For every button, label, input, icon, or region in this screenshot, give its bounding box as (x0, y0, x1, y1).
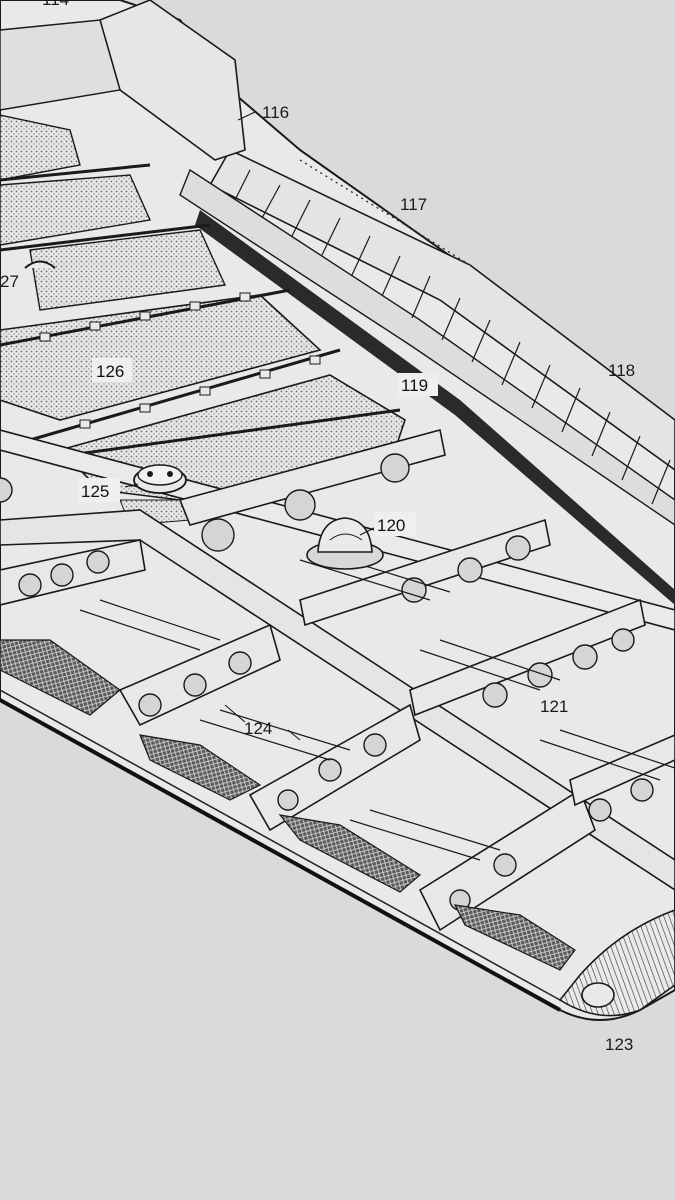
callout-117: 117 (400, 195, 427, 214)
fuel-tank-bays (0, 114, 406, 526)
callout-114: 114 (42, 0, 69, 9)
flap-ribs (234, 169, 671, 505)
lower-bay-panels (0, 639, 576, 971)
leader-lines (124, 111, 421, 741)
callout-127: 27 (0, 272, 19, 291)
lightening-holes (0, 453, 654, 911)
tank-fitting (24, 260, 56, 269)
callout-119: 119 (401, 376, 428, 395)
callout-118: 118 (608, 361, 635, 380)
trailing-edge-flap (179, 148, 675, 605)
fuel-pump-dome (306, 517, 384, 570)
callout-126: 126 (96, 362, 124, 381)
callout-120: 120 (377, 516, 405, 535)
flap-housing (0, 0, 246, 161)
stringer-clips (39, 292, 321, 429)
fuel-filler-cap (133, 464, 187, 494)
callout-125: 125 (81, 482, 109, 501)
callout-123: 123 (605, 1035, 633, 1054)
callout-124: 124 (244, 719, 272, 738)
callout-116: 116 (262, 103, 289, 122)
callout-labels: 114 116 117 118 121 123 124 27 126 119 1… (0, 0, 635, 1054)
callout-121: 121 (540, 697, 568, 716)
wingtip-fairing (558, 909, 675, 1017)
